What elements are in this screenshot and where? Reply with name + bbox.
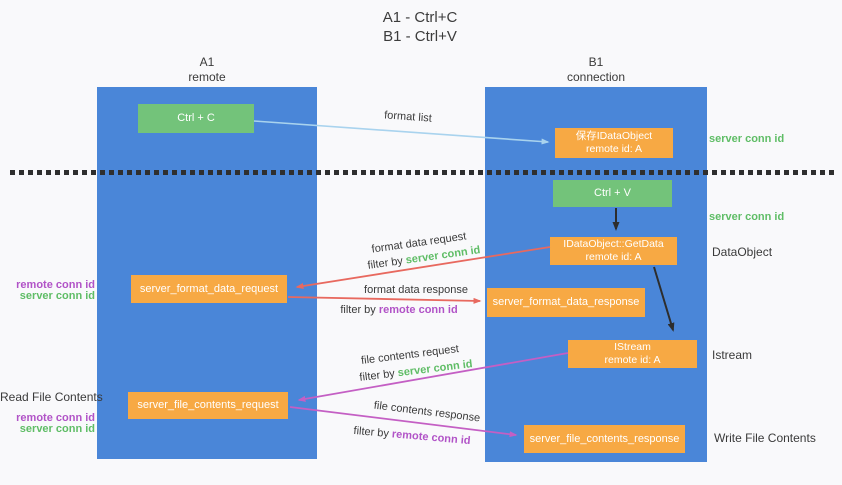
ctrl-c-node: Ctrl + C: [138, 104, 254, 133]
save-idataobject-node: 保存IDataObject remote id: A: [555, 128, 673, 158]
dataobject-label: DataObject: [712, 245, 773, 259]
format-list-arrow-label: format list: [383, 109, 433, 125]
server-format-data-response-node: server_format_data_response: [487, 288, 645, 317]
save-idataobject-line2: remote id: A: [585, 143, 643, 155]
paste-server-conn-id-label: server conn id: [709, 211, 785, 223]
filter-by-text: filter by: [366, 254, 407, 272]
istream-node: IStream remote id: A: [568, 340, 697, 368]
getdata-line2: remote id: A: [585, 251, 642, 263]
read-file-contents-label: Read File Contents: [0, 390, 103, 404]
server-file-contents-request-node: server_file_contents_request: [128, 392, 288, 419]
ctrl-v-node: Ctrl + V: [553, 180, 672, 207]
lane-header-connection: B1 connection: [485, 55, 707, 85]
file-contents-response-arrow-label: file contents response: [373, 399, 481, 425]
diagram-title: A1 - Ctrl+C B1 - Ctrl+V: [300, 8, 540, 46]
save-server-conn-id-label: server conn id: [709, 133, 785, 145]
server-conn-id-text: server conn id: [397, 358, 474, 380]
filter-by-text: filter by: [340, 304, 379, 316]
remote-conn-id-text: remote conn id: [378, 304, 458, 316]
server-file-contents-request-label: server_file_contents_request: [137, 399, 279, 411]
lane-connection-subtitle: connection: [566, 70, 626, 84]
lane-remote-title: A1: [199, 55, 215, 69]
server-format-data-response-label: server_format_data_response: [492, 296, 640, 308]
save-idataobject-line1: 保存IDataObject: [575, 130, 653, 142]
ctrl-c-label: Ctrl + C: [177, 112, 215, 124]
server-file-contents-response-node: server_file_contents_response: [524, 425, 685, 453]
istream-side-label: Istream: [712, 348, 753, 362]
filter-by-text: filter by: [353, 424, 393, 441]
file-server-conn-id-label: server conn id: [19, 423, 95, 435]
ctrl-v-label: Ctrl + V: [594, 187, 631, 199]
filter-by-text: filter by: [358, 367, 399, 384]
idataobject-getdata-node: IDataObject::GetData remote id: A: [550, 237, 677, 265]
server-format-data-request-label: server_format_data_request: [139, 282, 279, 295]
write-file-contents-label: Write File Contents: [714, 431, 816, 445]
file-remote-conn-id-label: remote conn id: [16, 412, 95, 424]
format-server-conn-id-label: server conn id: [19, 290, 95, 302]
remote-conn-id-text: remote conn id: [391, 428, 471, 448]
getdata-line1: IDataObject::GetData: [563, 238, 664, 250]
istream-line2: remote id: A: [604, 354, 661, 366]
istream-line1: IStream: [614, 341, 651, 353]
copy-paste-divider-line: [10, 170, 838, 175]
title-line-paste: B1 - Ctrl+V: [383, 28, 457, 45]
format-data-response-arrow-label: format data response: [364, 284, 468, 296]
lane-connection-title: B1: [588, 55, 604, 69]
format-remote-conn-id-label: remote conn id: [16, 279, 95, 291]
title-line-copy: A1 - Ctrl+C: [382, 9, 458, 26]
lane-remote-subtitle: remote: [188, 70, 226, 84]
server-file-contents-response-label: server_file_contents_response: [529, 432, 680, 445]
file-contents-response-filter-label: filter by remote conn id: [353, 425, 471, 447]
format-data-response-filter-label: filter by remote conn id: [340, 304, 457, 316]
lane-header-remote: A1 remote: [97, 55, 317, 85]
server-format-data-request-node: server_format_data_request: [131, 275, 287, 303]
